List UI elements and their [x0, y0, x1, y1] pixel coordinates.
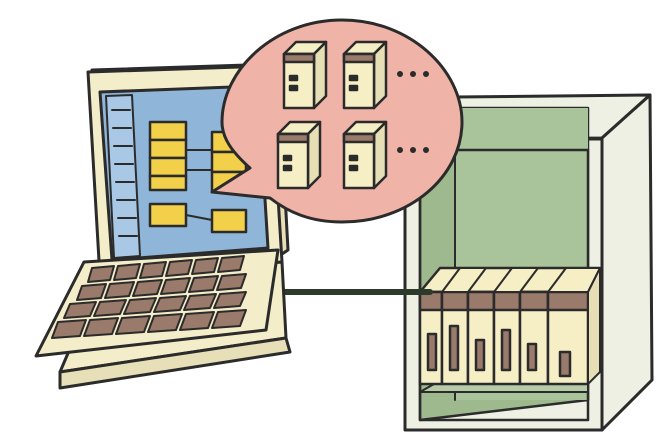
- server-modules: [276, 40, 388, 190]
- server-module-icon: [342, 120, 388, 190]
- server-bubble: [210, 18, 464, 224]
- ellipsis-icon: [397, 71, 429, 153]
- server-module-icon: [282, 40, 328, 110]
- plc-module: [440, 290, 470, 386]
- server-module-icon: [276, 120, 322, 190]
- plc-module: [466, 290, 496, 386]
- plc-module-rack: [418, 266, 602, 386]
- plc-module: [546, 290, 590, 386]
- server-module-icon: [342, 40, 388, 110]
- plc-module: [492, 290, 522, 386]
- plc-module: [518, 290, 550, 386]
- laptop-keyboard: [51, 255, 247, 339]
- plc-module: [418, 290, 444, 386]
